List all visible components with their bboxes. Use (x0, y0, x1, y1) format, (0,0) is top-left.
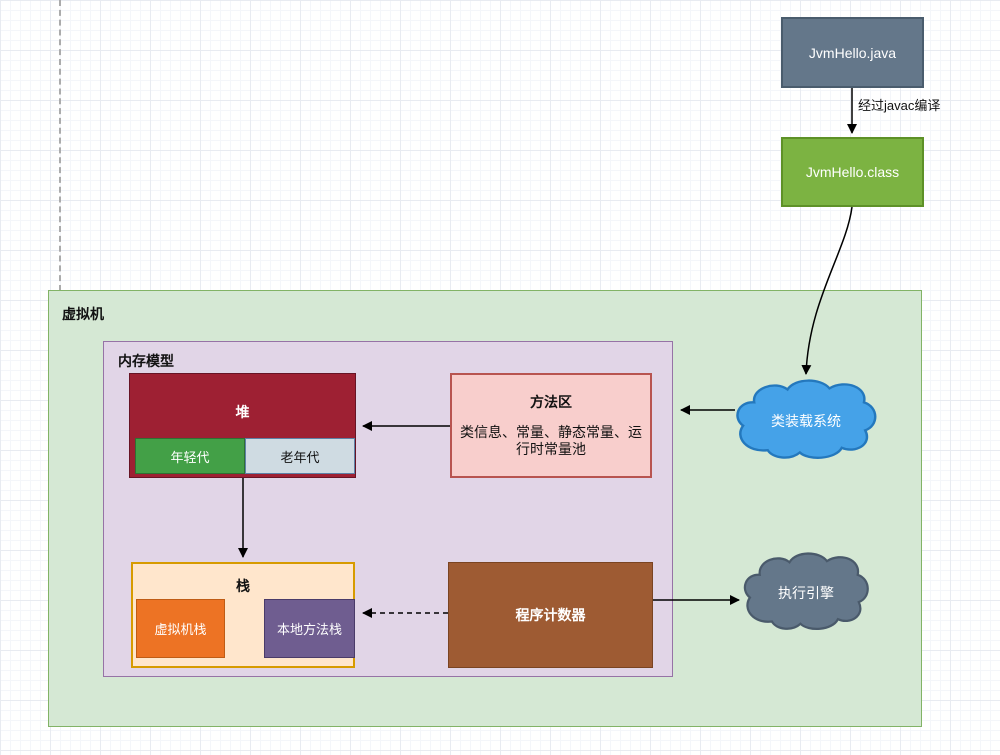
execution-engine-label: 执行引擎 (778, 585, 834, 601)
node-java-file[interactable]: JvmHello.java (781, 17, 924, 88)
node-old-generation[interactable]: 老年代 (245, 438, 355, 474)
cloud-shape-icon (736, 379, 877, 459)
class-loading-system-label: 类装载系统 (771, 413, 841, 429)
node-method-area[interactable]: 方法区 类信息、常量、静态常量、运行时常量池 (450, 373, 652, 478)
node-young-generation[interactable]: 年轻代 (135, 438, 245, 474)
program-counter-label: 程序计数器 (515, 607, 586, 623)
vm-stack-label: 虚拟机栈 (154, 622, 207, 637)
method-area-title: 方法区 (530, 394, 572, 410)
node-class-loading-system[interactable]: 类装载系统 (732, 379, 880, 463)
cloud-shape-icon (743, 552, 869, 630)
node-stack[interactable]: 栈 虚拟机栈 本地方法栈 (131, 562, 355, 668)
native-method-stack-label: 本地方法栈 (276, 622, 342, 637)
edge-label-javac-compile[interactable]: 经过javac编译 (858, 98, 941, 113)
virtual-machine-label: 虚拟机 (62, 306, 104, 322)
node-vm-stack[interactable]: 虚拟机栈 (136, 599, 225, 658)
heap-label: 堆 (235, 404, 250, 420)
node-heap[interactable]: 堆 年轻代 老年代 (129, 373, 356, 478)
node-class-file[interactable]: JvmHello.class (781, 137, 924, 207)
node-program-counter[interactable]: 程序计数器 (448, 562, 653, 668)
class-file-label: JvmHello.class (805, 164, 900, 180)
node-native-method-stack[interactable]: 本地方法栈 (264, 599, 355, 658)
java-file-label: JvmHello.java (808, 44, 897, 61)
method-area-body: 类信息、常量、静态常量、运行时常量池 (460, 424, 642, 457)
old-generation-label: 老年代 (280, 449, 320, 465)
stack-label: 栈 (236, 578, 250, 594)
page-boundary-guide (59, 0, 61, 291)
node-execution-engine[interactable]: 执行引擎 (740, 552, 872, 634)
young-generation-label: 年轻代 (170, 449, 210, 465)
memory-model-label: 内存模型 (118, 353, 174, 369)
